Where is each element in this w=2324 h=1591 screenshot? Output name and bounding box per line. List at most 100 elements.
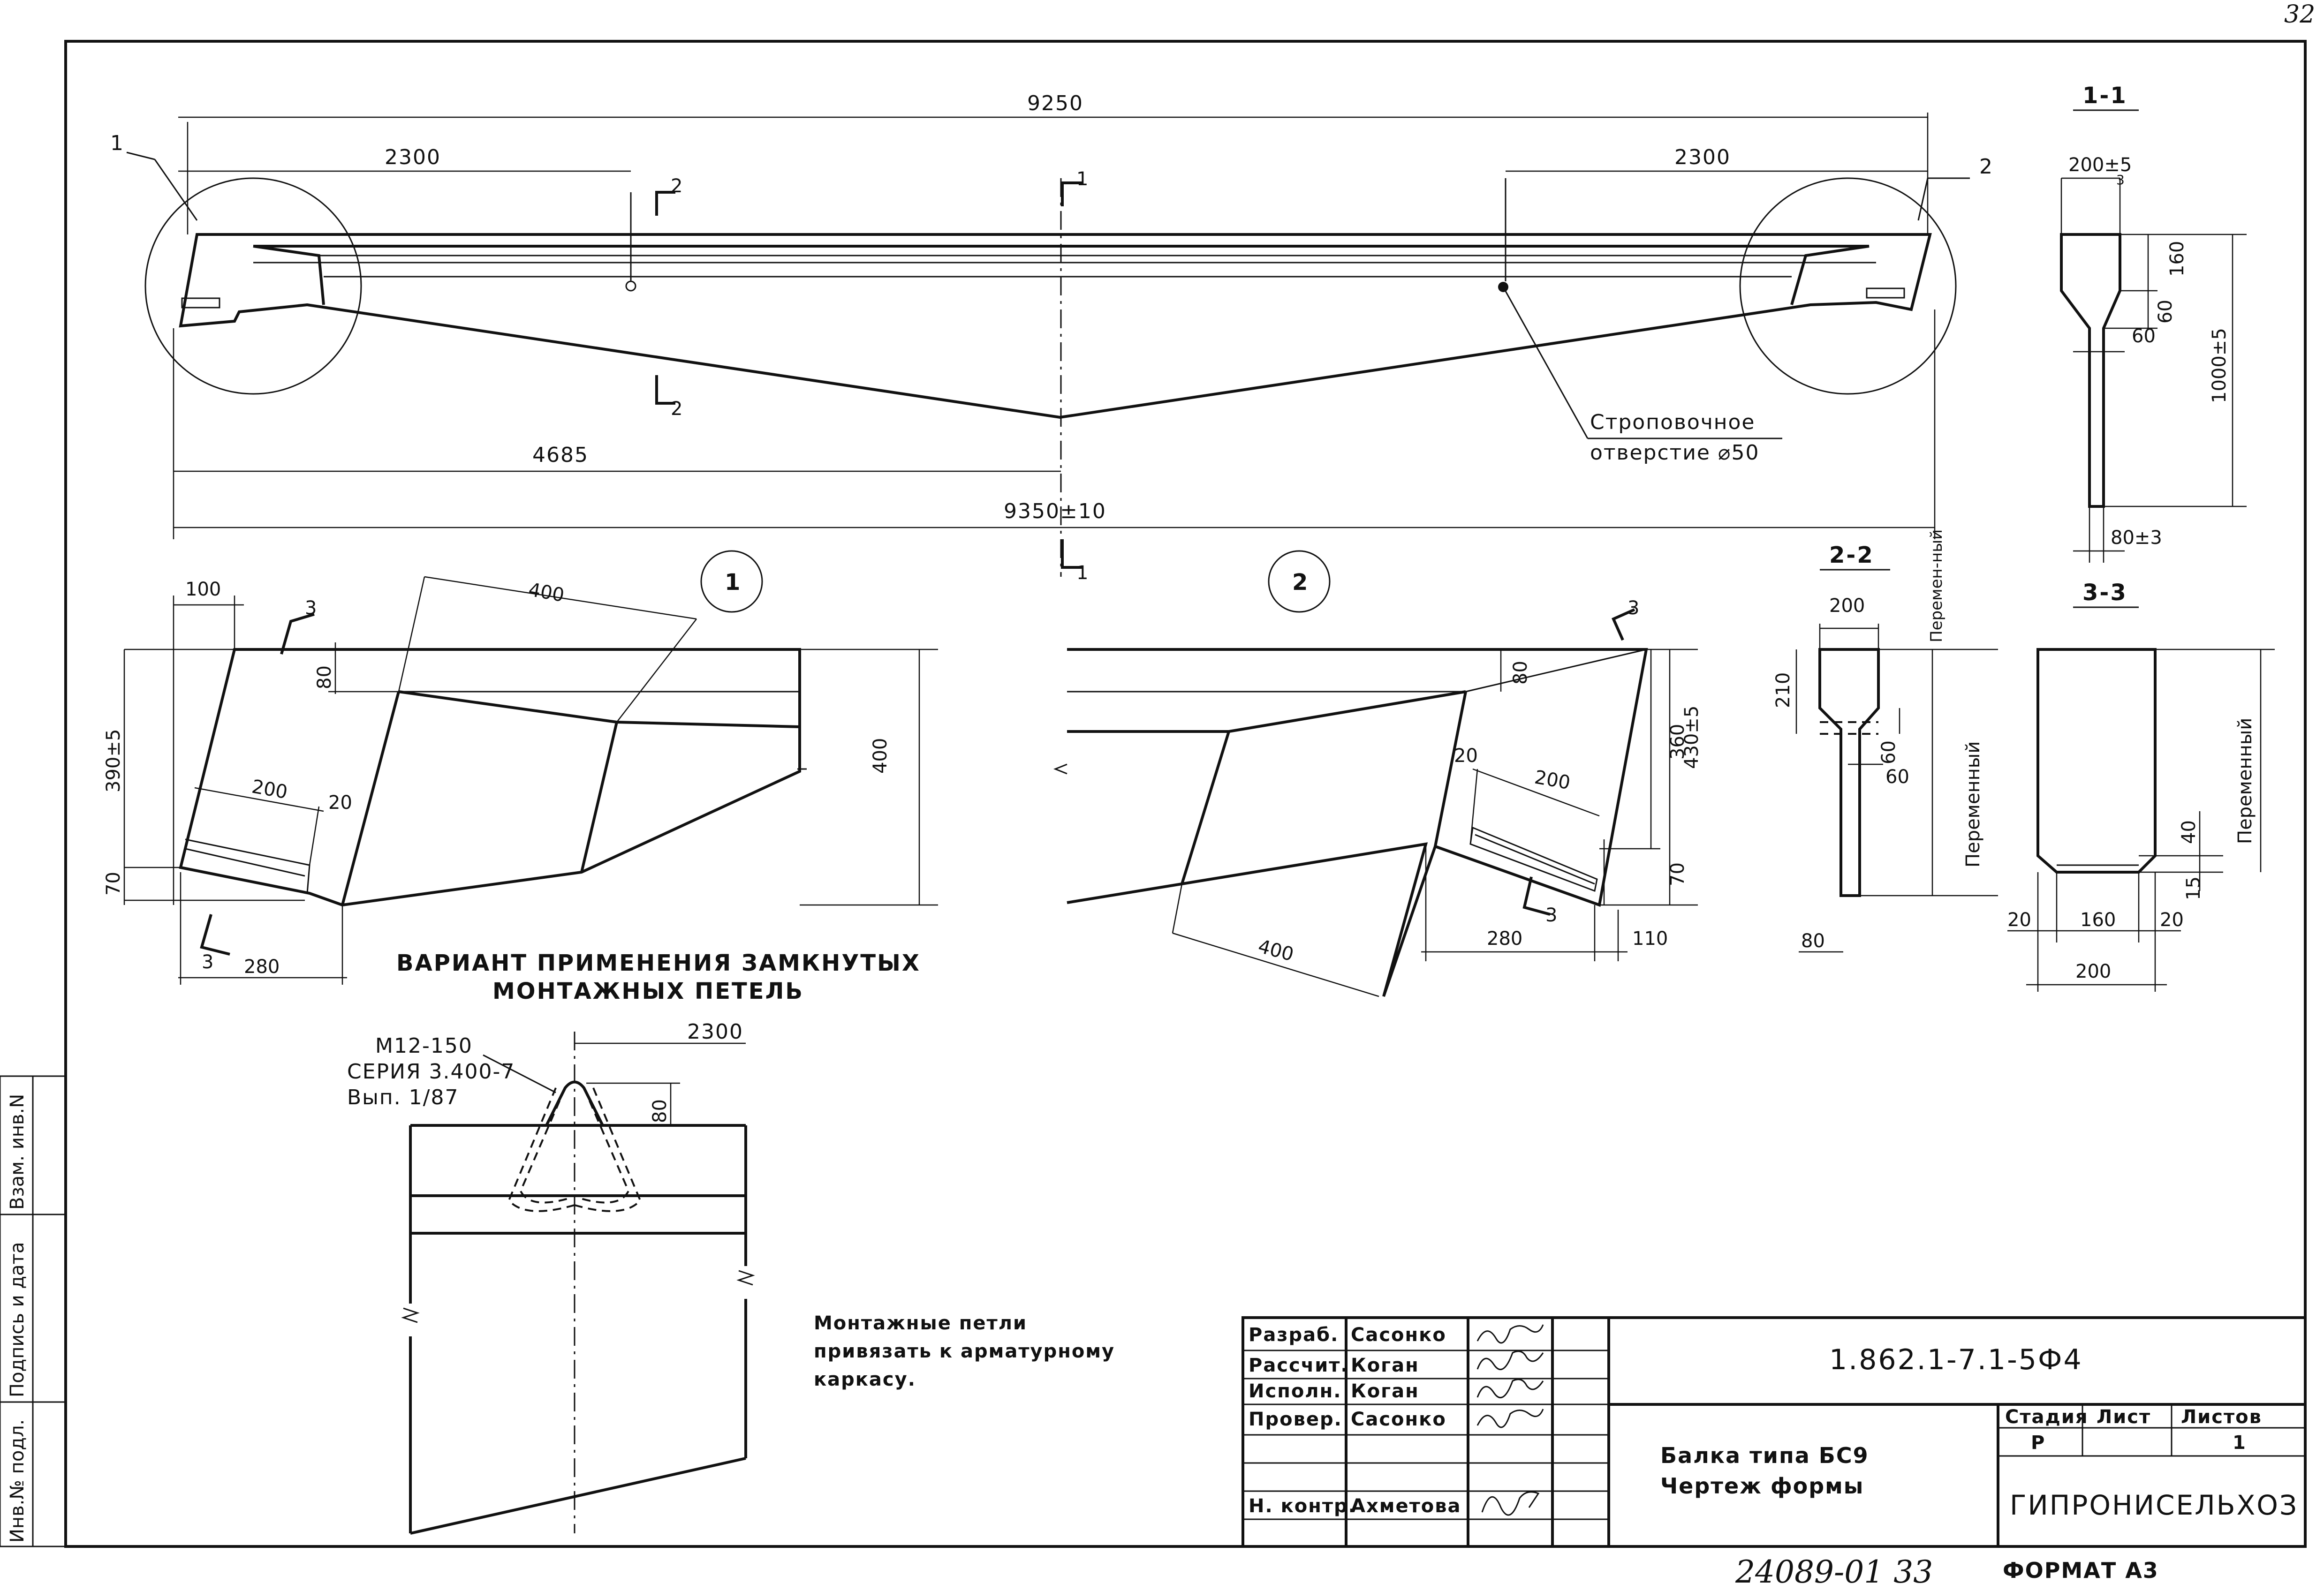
loops-detail: ВАРИАНТ ПРИМЕНЕНИЯ ЗАМКНУТЫХ МОНТАЖНЫХ П… [347,950,1115,1535]
sheets-value: 1 [2233,1432,2247,1454]
dim-right-2300: 2300 [1674,145,1731,169]
dim-1-1-top-width: 200±5 [2068,154,2132,176]
variable-top-label: Перемен-ный [1927,529,1946,642]
dim-d1-390: 390±5 [103,729,124,792]
dim-d2-360-label: 360 [1667,724,1688,760]
name-row-4: Сасонко [1351,1409,1446,1430]
dim-total-top: 9250 [1027,91,1083,115]
loop-spec-2: СЕРИЯ 3.400-7 [347,1060,515,1084]
section-mark-3-d2-top: 3 [1628,597,1639,619]
detail-2-label: 2 [1292,569,1309,596]
section-mark-3-d2-bottom: 3 [1545,905,1557,926]
organization: ГИПРОНИСЕЛЬХОЗ [2010,1489,2298,1521]
dim-2-2-haunch: 60 [1878,740,1900,764]
variable-2-2-label: Переменный [1962,741,1984,867]
signature-date-label: Подпись и дата [7,1242,28,1397]
role-row-4: Провер. [1249,1409,1342,1430]
section-mark-1-top: 1 [1076,168,1088,190]
dim-d2-70: 70 [1667,862,1688,886]
detail-1-label: 1 [725,569,742,596]
inv-no-label: Инв.№ подл. [7,1419,28,1543]
dim-d1-20: 20 [328,792,352,814]
dim-d2-400: 400 [1256,935,1296,965]
dim-1-1-top-width-sub: 3 [2116,172,2125,188]
dim-d2-430: 430±5 [1681,706,1703,769]
note-line1: Монтажные петли [814,1312,1027,1334]
section-mark-2-bottom: 2 [671,398,682,420]
role-row-7: Н. контр. [1249,1495,1356,1517]
dim-2-2-web: 60 [1885,766,1909,788]
section-1-1: 1-1 200±5 3 160 60 60 1000±5 80±3 [2060,83,2247,563]
section-mark-3-d1-bottom: 3 [202,951,213,973]
dim-total-bottom: 9350±10 [1004,499,1106,523]
side-stamp: Инв.№ подл. Подпись и дата Взам. инв.N [7,1094,28,1543]
variable-3-3-label: Переменный [2234,718,2256,844]
section-mark-2-top: 2 [671,175,682,197]
dim-1-1-flange: 160 [2166,241,2188,277]
dim-d1-400-right: 400 [870,738,891,774]
note-line3: каркасу. [814,1369,916,1390]
title-line1: Балка типа БС9 [1660,1443,1869,1468]
dim-3-3-15: 15 [2183,876,2204,900]
detail-2: 2 80 430±5 360 360 70 200 20 280 110 400 [1053,550,1703,997]
lifting-hole-line2: отверстие ⌀50 [1590,441,1759,465]
sheet-header: Лист [2097,1406,2151,1428]
loops-caption-line1: ВАРИАНТ ПРИМЕНЕНИЯ ЗАМКНУТЫХ [396,950,921,976]
dim-1-1-bottom: 80±3 [2111,527,2162,549]
name-row-7: Ахметова [1351,1495,1461,1517]
dim-3-3-20-right: 20 [2160,909,2184,931]
dim-d1-80: 80 [314,665,335,689]
section-3-3-title: 3-3 [2082,580,2127,606]
dim-1-1-height: 1000±5 [2209,328,2230,403]
dim-d2-110: 110 [1632,928,1668,950]
document-code: 1.862.1-7.1-5Ф4 [1829,1343,2083,1376]
elevation-callouts: 1 2 1 1 2 2 Строповочное отверстие ⌀50 [110,131,1992,584]
lifting-hole-line1: Строповочное [1590,410,1756,434]
signatures [1476,1324,1544,1516]
stage-value: Р [2031,1432,2045,1454]
dim-3-3-160: 160 [2080,909,2116,931]
section-1-1-title: 1-1 [2082,83,2127,109]
dim-d1-400: 400 [527,579,566,607]
section-mark-3-d1-top: 3 [305,597,317,619]
dim-d1-100: 100 [185,579,221,600]
note-line2: привязать к арматурному [814,1341,1115,1362]
loop-spec-3: Вып. 1/87 [347,1086,459,1109]
dim-loops-80: 80 [649,1099,671,1123]
dim-d2-80: 80 [1510,661,1531,685]
title-line2: Чертеж формы [1660,1473,1864,1499]
replace-inv-label: Взам. инв.N [7,1094,28,1210]
name-row-3: Коган [1351,1380,1419,1402]
role-row-2: Рассчит. [1249,1355,1349,1376]
dim-d2-20: 20 [1454,745,1478,767]
stage-header: Стадия [2005,1406,2089,1428]
dim-2-2-width: 200 [1829,595,1865,617]
loops-caption-line2: МОНТАЖНЫХ ПЕТЕЛЬ [492,978,804,1004]
dim-1-1-web: 60 [2132,325,2156,347]
section-mark-1-bottom: 1 [1076,562,1088,584]
loop-spec-1: М12-150 [375,1034,473,1058]
section-2-2: 2-2 200 210 60 60 80 Перемен-ный Перемен… [1772,529,1998,953]
dim-d1-280: 280 [244,956,280,978]
dim-3-3-20-left: 20 [2007,909,2031,931]
beam-elevation [144,177,1957,577]
dim-loops-2300: 2300 [687,1020,743,1044]
dim-3-3-40: 40 [2178,820,2200,844]
dim-2-2-bottom: 80 [1801,930,1825,952]
dim-d1-70: 70 [103,872,124,896]
name-row-1: Сасонко [1351,1324,1446,1346]
name-row-2: Коган [1351,1355,1419,1376]
elevation-dimensions: 9250 2300 2300 4685 9350±10 [173,91,1936,539]
page-number: 32 [2284,0,2315,29]
stamp-number: 24089-01 33 [1735,1554,1933,1590]
sheet-frame [0,40,2307,1548]
callout-1: 1 [110,131,124,155]
role-row-1: Разраб. [1249,1324,1339,1346]
format-label: ФОРМАТ А3 [2003,1558,2159,1583]
dim-mid-4685: 4685 [532,443,589,467]
title-block: Разраб. Рассчит. Исполн. Провер. Н. конт… [1241,1316,2307,1548]
dim-2-2-flange: 210 [1772,672,1794,708]
sheets-header: Листов [2181,1406,2262,1428]
role-row-3: Исполн. [1249,1380,1341,1402]
